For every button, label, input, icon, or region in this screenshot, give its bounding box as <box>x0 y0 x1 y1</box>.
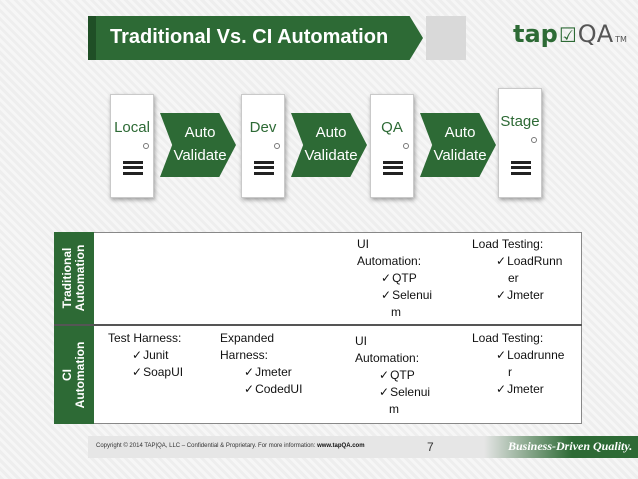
logo-qa: QA <box>577 20 614 48</box>
checkbox-check-icon: ☑ <box>558 23 577 47</box>
footer-bar <box>88 436 638 458</box>
logo-tm: TM <box>615 35 627 44</box>
circle-icon <box>403 143 409 149</box>
stage-label: Dev <box>249 119 277 136</box>
arrow-line1: Auto <box>184 124 216 141</box>
page-number: 7 <box>427 440 434 454</box>
cell-heading: Load Testing: <box>472 331 544 345</box>
arrow-line2: Validate <box>433 147 487 164</box>
logo-tap: tap <box>513 20 558 48</box>
title-banner <box>88 16 423 60</box>
copyright-statement: Copyright © 2014 TAP|QA, LLC – Confident… <box>96 443 318 449</box>
row-divider <box>54 324 582 326</box>
copyright-text: Copyright © 2014 TAP|QA, LLC – Confident… <box>96 443 365 449</box>
website-link[interactable]: www.tapQA.com <box>317 443 365 449</box>
row-header-line1: CI <box>60 369 74 381</box>
list-item: QTP <box>379 367 430 384</box>
cell-heading: Expanded <box>220 331 275 345</box>
cell-heading: Automation: <box>355 351 420 365</box>
stage-local: Local <box>110 94 154 198</box>
list-item: Jmeter <box>496 287 562 304</box>
cell-ci-expanded: Expanded Harness: Jmeter CodedUI <box>220 330 302 398</box>
circle-icon <box>531 137 537 143</box>
cell-heading: Test Harness: <box>108 331 182 345</box>
cell-heading: Load Testing: <box>472 237 544 251</box>
arrow-line2: Validate <box>173 147 227 164</box>
list-item: SoapUI <box>132 364 183 381</box>
list-item-continuation: m <box>391 305 401 319</box>
menu-lines-icon <box>254 161 274 175</box>
list-item: Selenui <box>379 384 430 401</box>
comparison-table <box>54 232 582 424</box>
cell-heading: Harness: <box>220 348 269 362</box>
cell-ci-ui: UI Automation: QTP Selenui m <box>355 333 430 418</box>
list-item-continuation: er <box>508 271 519 285</box>
stage-label: Local <box>114 119 150 136</box>
cell-heading: UI <box>357 237 369 251</box>
stage-qa: QA <box>370 94 414 198</box>
row-header-line1: Traditional <box>60 247 74 309</box>
list-item: QTP <box>381 270 432 287</box>
list-item: Junit <box>132 347 183 364</box>
cell-ci-test-harness: Test Harness: Junit SoapUI <box>108 330 183 381</box>
list-item-continuation: m <box>389 402 399 416</box>
list-item: CodedUI <box>244 381 302 398</box>
menu-lines-icon <box>511 161 531 175</box>
list-item: Selenui <box>381 287 432 304</box>
circle-icon <box>143 143 149 149</box>
cell-heading: UI <box>355 334 367 348</box>
menu-lines-icon <box>383 161 403 175</box>
cell-traditional-load: Load Testing: LoadRunn er Jmeter <box>472 236 562 304</box>
cell-ci-load: Load Testing: Loadrunne r Jmeter <box>472 330 564 398</box>
list-item: Loadrunne <box>496 347 564 364</box>
slide-title: Traditional Vs. CI Automation <box>110 26 389 48</box>
row-header-line2: Automation <box>73 341 87 409</box>
title-accent <box>88 16 96 60</box>
stage-stage: Stage <box>498 88 542 198</box>
stage-dev: Dev <box>241 94 285 198</box>
title-tail <box>426 16 466 60</box>
arrow-line2: Validate <box>304 147 358 164</box>
arrow-line1: Auto <box>444 124 476 141</box>
list-item-continuation: r <box>508 365 512 379</box>
cell-traditional-ui: UI Automation: QTP Selenui m <box>357 236 432 321</box>
list-item: Jmeter <box>496 381 564 398</box>
row-header-line2: Automation <box>73 244 87 312</box>
list-item: LoadRunn <box>496 253 562 270</box>
stage-label: QA <box>381 119 403 136</box>
tagline: Business-Driven Quality. <box>508 439 633 453</box>
menu-lines-icon <box>123 161 143 175</box>
list-item: Jmeter <box>244 364 302 381</box>
arrow-line1: Auto <box>315 124 347 141</box>
cell-heading: Automation: <box>357 254 422 268</box>
stage-label: Stage <box>500 113 540 130</box>
tapqa-logo: tap ☑ QA TM <box>513 20 627 60</box>
circle-icon <box>274 143 280 149</box>
